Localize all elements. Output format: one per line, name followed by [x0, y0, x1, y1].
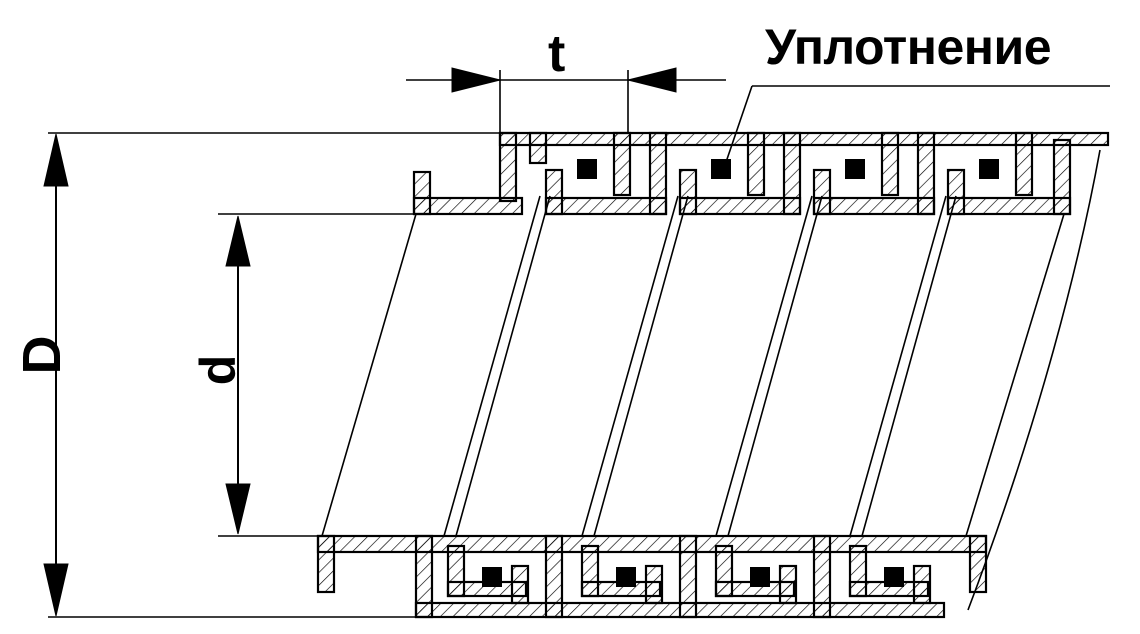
inner-diameter-label: d [190, 354, 246, 386]
helix-lines [321, 149, 1101, 611]
seal-square [750, 567, 770, 587]
arrow-down-icon [43, 563, 69, 617]
seal-label: Уплотнение [765, 19, 1052, 75]
top-profile-2 [678, 131, 802, 216]
outer-diameter-label: D [12, 335, 72, 375]
seal-square [979, 159, 999, 179]
arrow-up-icon [43, 133, 69, 187]
bottom-wall [316, 534, 988, 619]
arrow-right-icon [451, 67, 501, 93]
seal-leader [723, 85, 1110, 169]
arrow-down-icon [225, 483, 251, 535]
bottom-seals [482, 567, 904, 587]
bottom-profile-2 [580, 534, 698, 619]
top-profile-1 [528, 131, 668, 216]
seal-square [616, 567, 636, 587]
arrow-up-icon [225, 215, 251, 267]
bottom-profile-1 [446, 534, 564, 619]
top-profile-4 [946, 131, 1072, 216]
bottom-profile-3 [714, 534, 832, 619]
arrow-left-icon [627, 67, 677, 93]
seal-square [845, 159, 865, 179]
dimension-D [43, 132, 500, 618]
seal-square [577, 159, 597, 179]
top-wall [412, 131, 1110, 216]
pitch-label: t [548, 25, 566, 83]
bottom-profile-4 [848, 544, 932, 605]
seal-square [711, 159, 731, 179]
top-seals [577, 159, 999, 179]
seal-square [884, 567, 904, 587]
seal-square [482, 567, 502, 587]
top-profile-3 [812, 131, 936, 216]
dimension-t [406, 67, 726, 133]
dimension-d [218, 213, 416, 537]
